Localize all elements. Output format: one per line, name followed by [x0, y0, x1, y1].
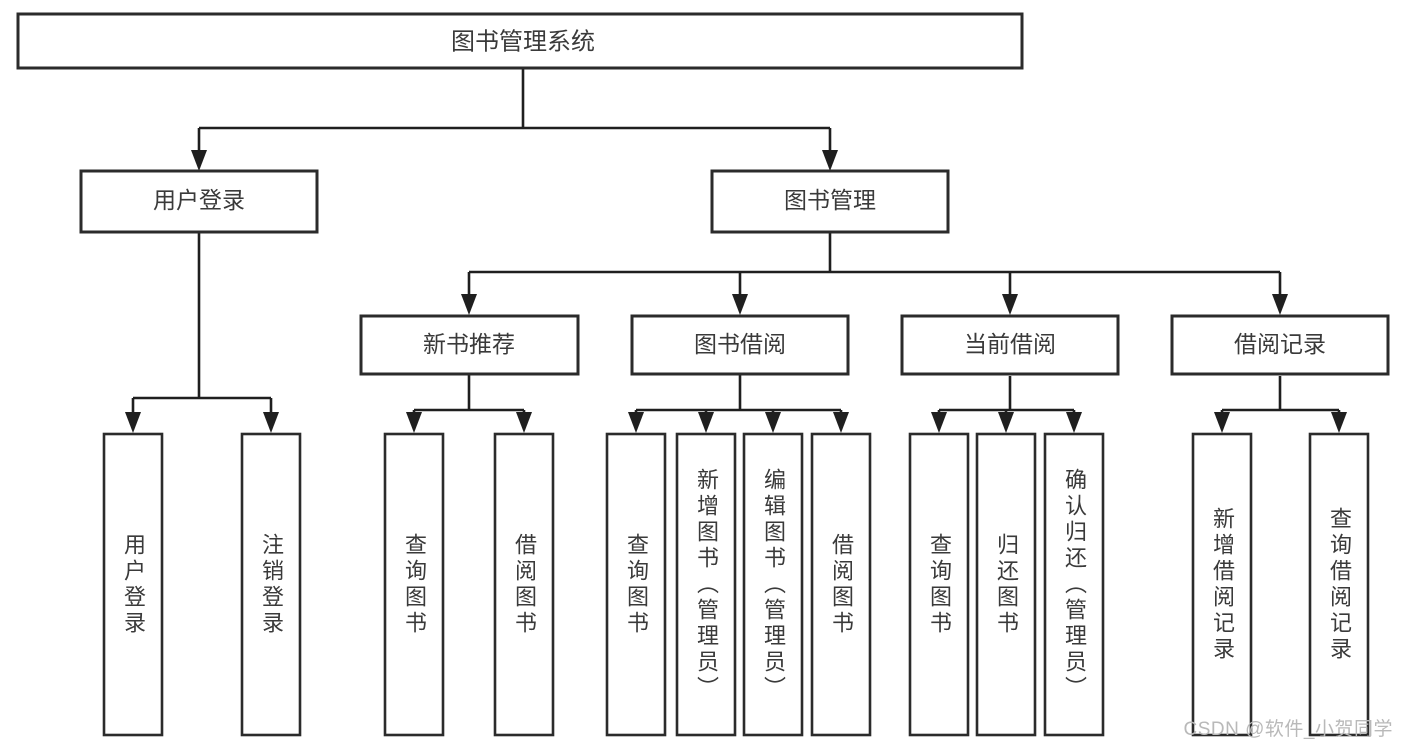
- watermark-text: CSDN @软件_小贺同学: [1183, 719, 1393, 740]
- leaf-box-book-borrow-1[interactable]: [605, 432, 667, 737]
- connector-bookmgmt-to-level3: [461, 232, 1288, 315]
- connector-currentborrow-to-leaves: [931, 376, 1082, 433]
- node-root-label: 图书管理系统: [451, 28, 595, 55]
- connector-newbook-to-leaves: [406, 374, 532, 433]
- node-current-borrow[interactable]: 当前借阅: [900, 314, 1120, 376]
- leaf-box-book-borrow-4[interactable]: [810, 432, 872, 737]
- leaf-box-current-borrow-3[interactable]: [1043, 432, 1105, 737]
- connector-borrowrecord-to-leaves: [1214, 376, 1347, 433]
- connector-userlogin-to-leaves: [125, 232, 279, 433]
- node-new-book-recommend[interactable]: 新书推荐: [359, 314, 580, 376]
- node-root[interactable]: 图书管理系统: [16, 12, 1024, 70]
- node-user-login-label: 用户登录: [153, 187, 245, 213]
- leaf-box-new-book-1[interactable]: [383, 432, 445, 737]
- node-borrow-record-label: 借阅记录: [1234, 331, 1326, 357]
- leaf-box-borrow-record-2[interactable]: [1308, 432, 1370, 737]
- leaf-box-current-borrow-1[interactable]: [908, 432, 970, 737]
- leaf-box-new-book-2[interactable]: [493, 432, 555, 737]
- connector-root-to-level2: [191, 68, 838, 171]
- leaf-box-book-borrow-2[interactable]: [675, 432, 737, 737]
- leaf-box-user-login-1[interactable]: [102, 432, 164, 737]
- leaf-box-borrow-record-1[interactable]: [1191, 432, 1253, 737]
- leaf-box-user-login-2[interactable]: [240, 432, 302, 737]
- leaf-box-book-borrow-3[interactable]: [742, 432, 804, 737]
- leaf-box-current-borrow-2[interactable]: [975, 432, 1037, 737]
- node-book-borrow[interactable]: 图书借阅: [630, 314, 850, 376]
- node-borrow-record[interactable]: 借阅记录: [1170, 314, 1390, 376]
- connector-bookborrow-to-leaves: [628, 375, 849, 433]
- node-book-management-label: 图书管理: [784, 187, 876, 213]
- node-book-borrow-label: 图书借阅: [694, 331, 786, 357]
- node-user-login[interactable]: 用户登录: [79, 169, 319, 234]
- node-new-book-recommend-label: 新书推荐: [423, 331, 515, 357]
- node-book-management[interactable]: 图书管理: [710, 169, 950, 234]
- node-current-borrow-label: 当前借阅: [964, 331, 1056, 357]
